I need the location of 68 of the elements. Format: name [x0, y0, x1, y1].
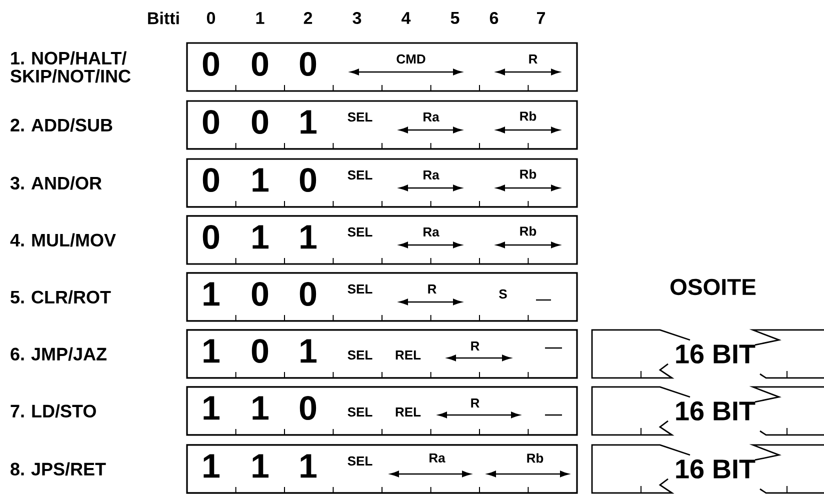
field-label: SEL	[348, 350, 372, 360]
instruction-name: 2. ADD/SUB	[10, 118, 112, 132]
bit-value: 1	[300, 454, 316, 478]
bit-value: 0	[300, 282, 316, 306]
field-label: Ra	[424, 227, 440, 237]
bit-number: 2	[304, 12, 312, 24]
bit-value: 1	[204, 396, 220, 420]
address-field: 16 BIT	[591, 444, 824, 494]
bit-value: 1	[252, 454, 268, 478]
bit-value: 0	[202, 52, 220, 76]
bit-value: 0	[202, 110, 220, 134]
field-label: SEL	[348, 456, 372, 466]
field-label: Ra	[424, 170, 440, 180]
bit-value: 0	[252, 338, 268, 364]
field-label: Ra	[430, 453, 446, 463]
instruction-name: 4. MUL/MOV	[10, 233, 116, 247]
address-field: 16 BIT	[591, 329, 824, 379]
bit-number: 6	[490, 12, 498, 24]
bit-value: 0	[252, 52, 268, 76]
field-label: SEL	[348, 227, 372, 237]
bit-value: 1	[300, 225, 316, 249]
instruction-name: 3. AND/OR	[10, 176, 102, 190]
field-label: Ra	[424, 112, 440, 122]
bit-value: 1	[252, 396, 268, 420]
field-label: SEL	[348, 170, 372, 180]
bit-number: 1	[256, 12, 264, 24]
bit-value: 1	[204, 282, 220, 306]
instruction-name: 5. CLR/ROT	[10, 290, 111, 304]
field-label: SEL	[348, 112, 372, 122]
bit-value: 0	[252, 110, 268, 134]
instruction-name: 1. NOP/HALT/ SKIP/NOT/INC	[10, 51, 131, 83]
field-label: R	[529, 54, 538, 64]
field-label: REL	[396, 350, 421, 360]
field-label: S	[499, 289, 507, 299]
bit-value: 1	[300, 339, 316, 363]
bit-value: 1	[300, 110, 316, 134]
bit-number: 5	[450, 12, 460, 24]
bit-value: 1	[252, 225, 268, 249]
bit-number: 4	[402, 12, 411, 24]
instruction-name: 6. JMP/JAZ	[10, 347, 106, 361]
field-label: SEL	[348, 407, 372, 417]
field-label: R	[471, 342, 480, 350]
field-label: SEL	[348, 284, 372, 294]
field-label: Rb	[520, 226, 536, 236]
field-label: Rb	[520, 169, 536, 179]
bit-value: 1	[204, 454, 220, 478]
bit-value: 0	[300, 396, 316, 420]
bit-number: 0	[206, 12, 216, 24]
bit-value: 0	[300, 52, 316, 76]
bit-value: 1	[252, 168, 268, 192]
bit-value: 0	[300, 168, 316, 192]
section-heading: OSOITE	[670, 278, 756, 296]
instruction-name: 8. JPS/RET	[10, 462, 106, 476]
field-label: R	[471, 398, 480, 408]
field-label: REL	[396, 408, 421, 416]
field-label: Rb	[527, 453, 544, 463]
bit-number: 3	[352, 12, 362, 24]
header-label: Bitti	[148, 12, 179, 24]
field-label: Rb	[520, 111, 536, 121]
bit-value: 0	[202, 224, 220, 250]
instruction-name: 7. LD/STO	[10, 404, 96, 418]
bit-value: 0	[202, 168, 220, 192]
bit-number: 7	[537, 12, 545, 24]
bit-value: 1	[204, 339, 220, 363]
field-label: R	[428, 284, 436, 294]
field-label: CMD	[396, 54, 426, 64]
address-field: 16 BIT	[591, 386, 824, 436]
bit-value: 0	[252, 282, 268, 306]
